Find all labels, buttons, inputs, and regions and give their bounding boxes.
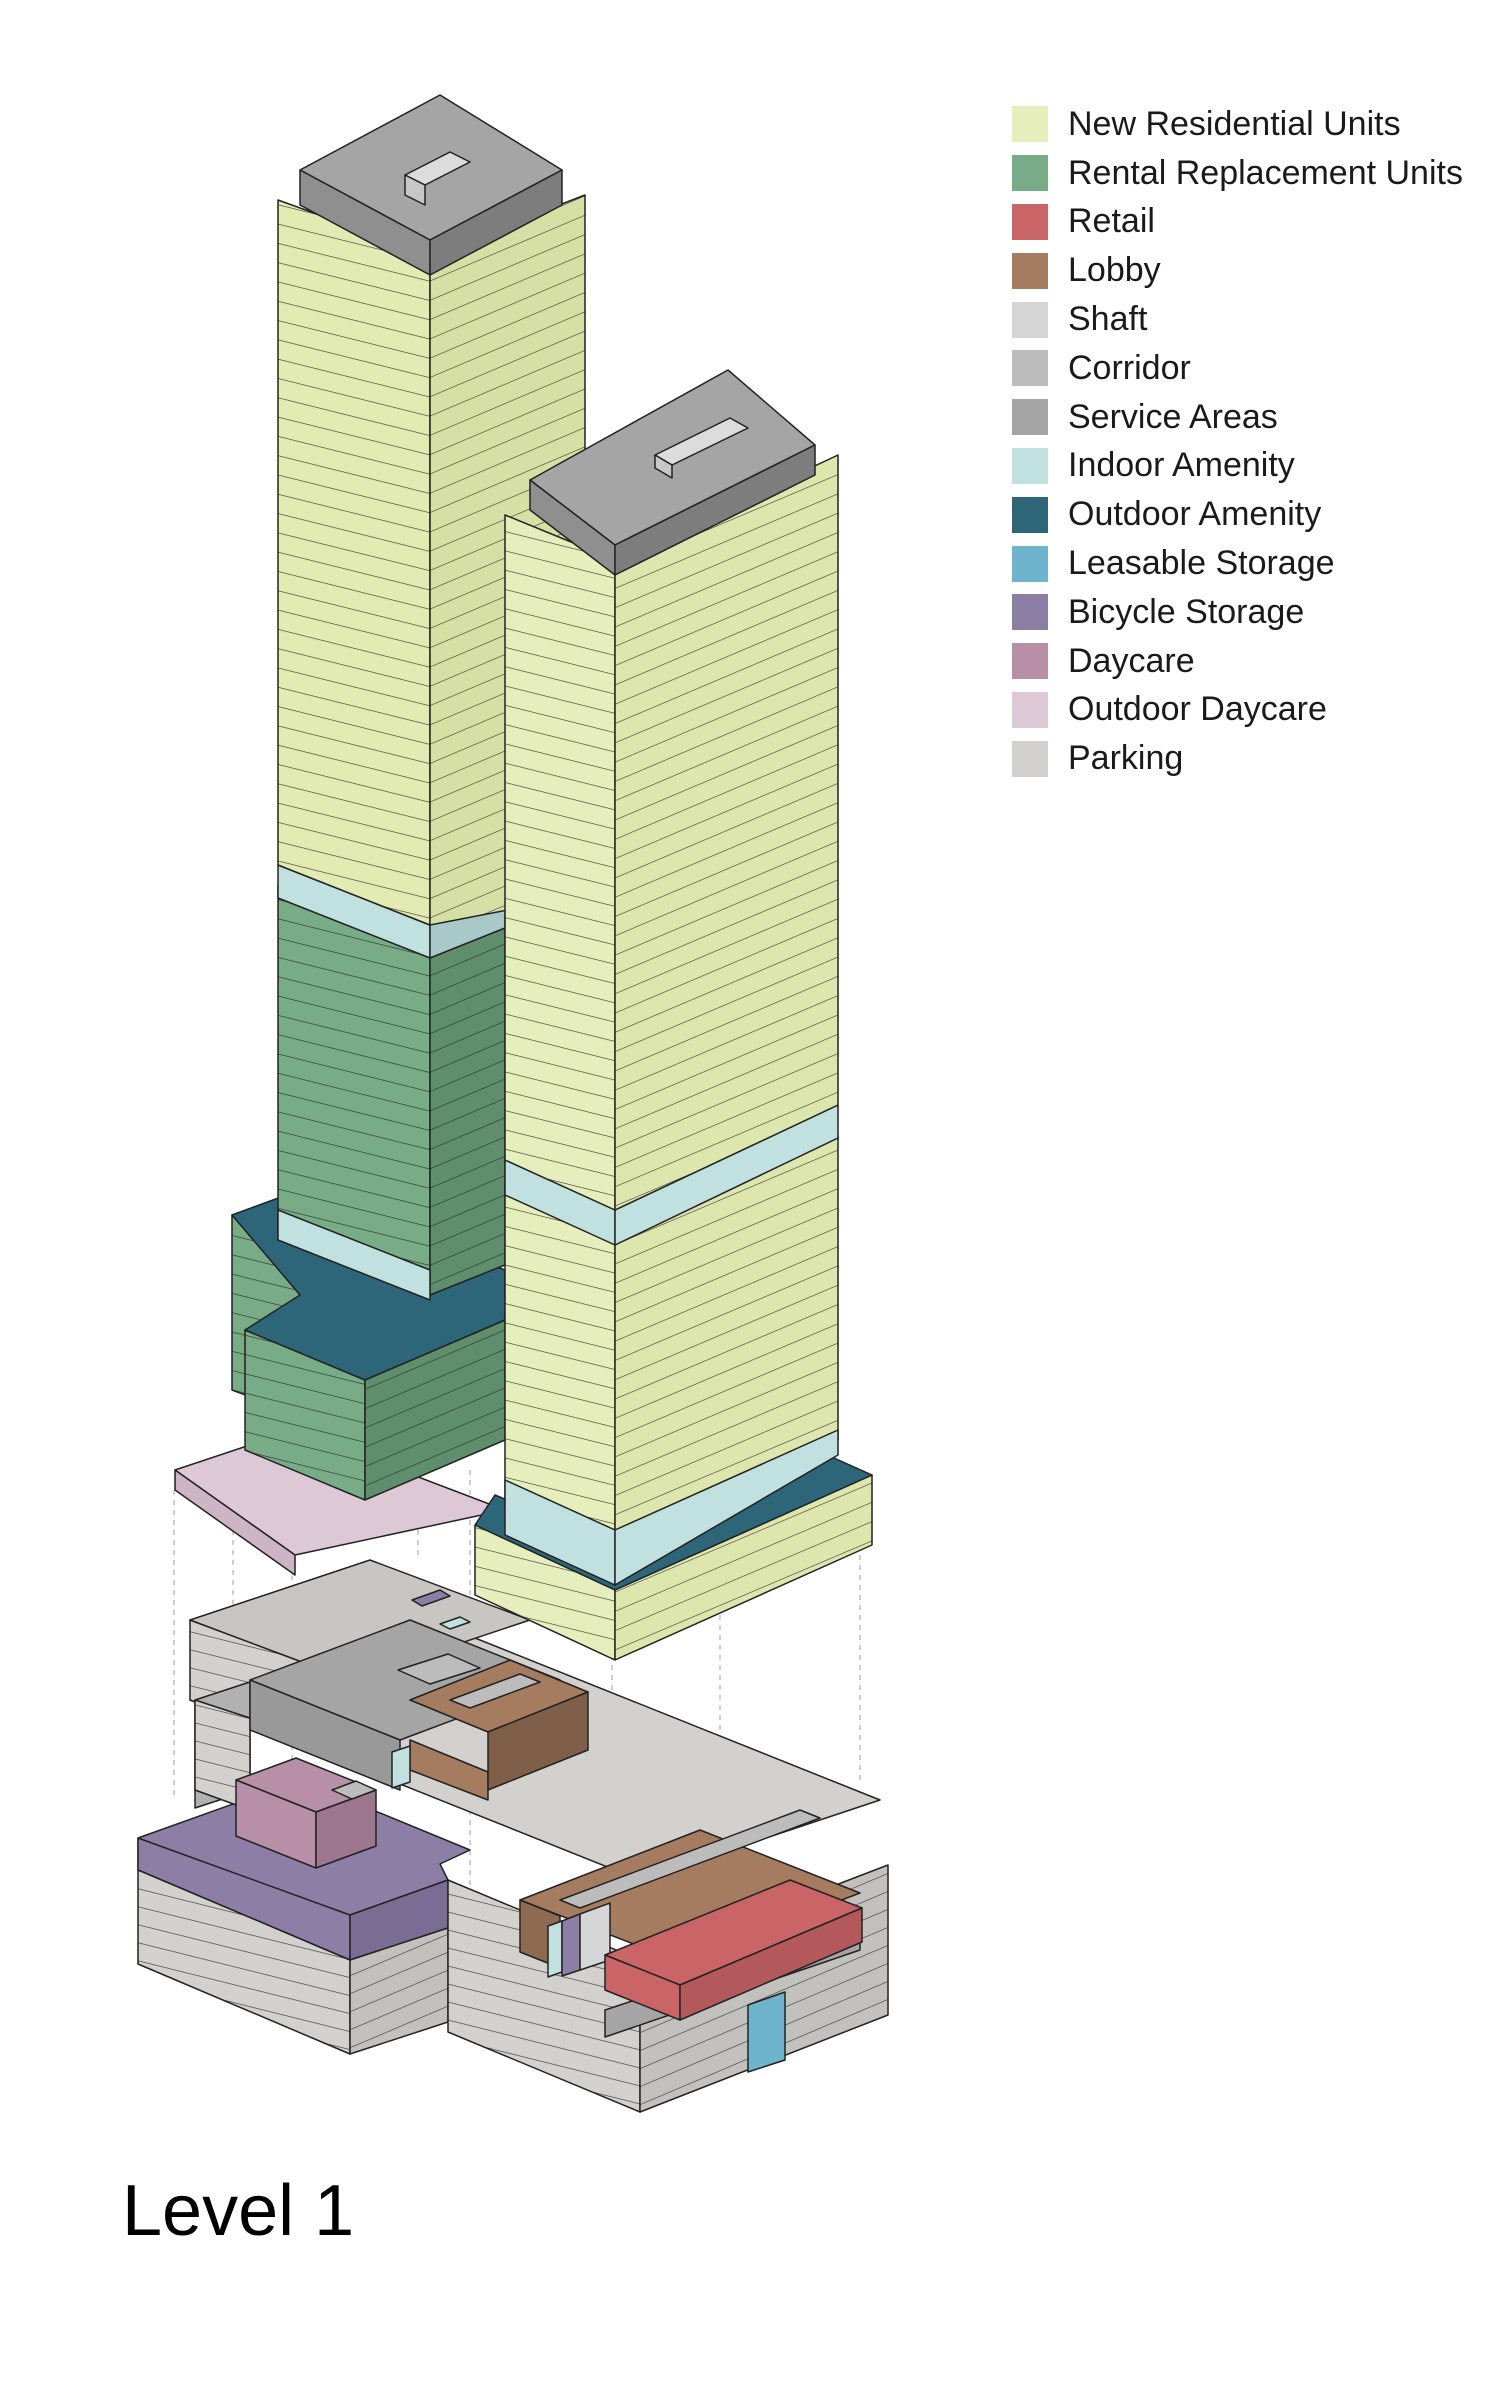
bicycle-storage-right bbox=[561, 1913, 581, 1977]
legend-swatch bbox=[1012, 155, 1048, 192]
legend-item-lobby: Lobby bbox=[1012, 246, 1463, 295]
legend-item-rental-replacement-units: Rental Replacement Units bbox=[1012, 149, 1463, 198]
indoor-amenity-right bbox=[547, 1920, 563, 1978]
right-tower-mech-front bbox=[654, 454, 673, 479]
legend-swatch bbox=[1012, 301, 1048, 338]
legend-label: Rental Replacement Units bbox=[1068, 153, 1463, 192]
legend-swatch bbox=[1012, 545, 1048, 582]
right-tower-indoor-amenity-low-side bbox=[614, 1429, 839, 1586]
legend-label: Outdoor Amenity bbox=[1068, 495, 1322, 534]
left-tower-side-rental bbox=[429, 914, 506, 1296]
legend-item-parking: Parking bbox=[1012, 734, 1463, 783]
right-tower-front-upper bbox=[504, 514, 616, 1211]
right-tower-side-upper bbox=[614, 454, 839, 1211]
bicycle-storage-small bbox=[411, 1589, 451, 1607]
corridor-right bbox=[559, 1809, 821, 1909]
legend-item-leasable-storage: Leasable Storage bbox=[1012, 539, 1463, 588]
legend-swatch bbox=[1012, 106, 1048, 143]
lobby-left-side bbox=[487, 1691, 589, 1791]
right-tower-roof-right bbox=[614, 444, 816, 576]
left-tower-roof-right bbox=[429, 169, 563, 276]
leasable-storage-block bbox=[747, 1991, 786, 2073]
legend-swatch bbox=[1012, 252, 1048, 289]
legend-label: Service Areas bbox=[1068, 397, 1278, 436]
legend-swatch bbox=[1012, 740, 1048, 777]
retail-side bbox=[679, 1907, 863, 2021]
level-title: Level 1 bbox=[122, 2171, 355, 2251]
legend-swatch bbox=[1012, 496, 1048, 533]
legend-label: Lobby bbox=[1068, 251, 1161, 290]
legend-swatch bbox=[1012, 643, 1048, 680]
indoor-amenity-lobby bbox=[391, 1745, 411, 1789]
legend-item-daycare: Daycare bbox=[1012, 637, 1463, 686]
podium-base bbox=[137, 1559, 889, 2113]
left-tower-mech-front bbox=[404, 174, 426, 206]
legend-swatch bbox=[1012, 399, 1048, 436]
legend-item-service-areas: Service Areas bbox=[1012, 393, 1463, 442]
legend-swatch bbox=[1012, 594, 1048, 631]
legend-swatch bbox=[1012, 350, 1048, 387]
legend-swatch bbox=[1012, 203, 1048, 240]
daycare-corridor bbox=[331, 1780, 377, 1800]
legend-label: Corridor bbox=[1068, 348, 1191, 387]
legend-label: Shaft bbox=[1068, 300, 1148, 339]
legend-item-new-residential-units: New Residential Units bbox=[1012, 100, 1463, 149]
corridor-lobby bbox=[449, 1673, 541, 1709]
service-areas-front bbox=[249, 1679, 401, 1791]
legend-label: Leasable Storage bbox=[1068, 544, 1335, 583]
legend-swatch bbox=[1012, 447, 1048, 484]
legend: New Residential Units Rental Replacement… bbox=[1012, 100, 1463, 783]
indoor-amenity-small bbox=[439, 1616, 471, 1630]
legend-item-outdoor-daycare: Outdoor Daycare bbox=[1012, 686, 1463, 735]
legend-label: Indoor Amenity bbox=[1068, 446, 1295, 485]
legend-item-retail: Retail bbox=[1012, 198, 1463, 247]
corridor-strip bbox=[397, 1653, 481, 1685]
left-tower-front-residential bbox=[277, 199, 431, 926]
legend-label: Outdoor Daycare bbox=[1068, 690, 1327, 729]
legend-label: Daycare bbox=[1068, 641, 1195, 680]
left-tower-indoor-amenity-low bbox=[277, 1209, 431, 1301]
legend-label: Parking bbox=[1068, 739, 1184, 778]
legend-swatch bbox=[1012, 691, 1048, 728]
outdoor-daycare-front bbox=[174, 1469, 296, 1576]
legend-item-corridor: Corridor bbox=[1012, 344, 1463, 393]
legend-label: Bicycle Storage bbox=[1068, 592, 1305, 631]
legend-item-outdoor-amenity: Outdoor Amenity bbox=[1012, 490, 1463, 539]
legend-item-bicycle-storage: Bicycle Storage bbox=[1012, 588, 1463, 637]
right-tower bbox=[474, 369, 873, 1661]
legend-item-shaft: Shaft bbox=[1012, 295, 1463, 344]
legend-label: New Residential Units bbox=[1068, 104, 1401, 143]
legend-item-indoor-amenity: Indoor Amenity bbox=[1012, 442, 1463, 491]
legend-label: Retail bbox=[1068, 202, 1155, 241]
